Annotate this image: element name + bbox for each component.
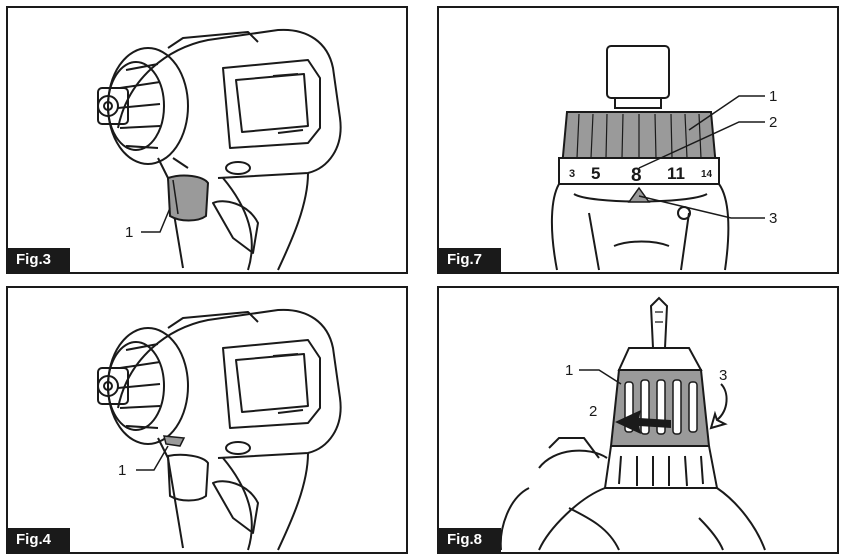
fig8-callout-2: 2 <box>589 403 597 420</box>
figure-4-panel: 1 Fig.4 <box>6 286 408 554</box>
figure-7-panel: 3 5 8 11 14 1 2 3 Fig.7 <box>437 6 839 274</box>
figure-3-panel: 1 Fig.3 <box>6 6 408 274</box>
fig8-callout-3: 3 <box>719 367 727 384</box>
reference-arrow-icon <box>627 186 651 203</box>
fig7-label: Fig.7 <box>439 248 501 272</box>
fig4-label: Fig.4 <box>8 528 70 552</box>
fig4-callout-1: 1 <box>118 462 126 479</box>
scale-mark-14: 14 <box>701 169 713 180</box>
rotate-arrow-icon <box>615 410 671 434</box>
figure-8-panel: 1 2 3 Fig.8 <box>437 286 839 554</box>
drill-body-illustration: 1 <box>97 308 342 551</box>
drill-body-illustration: 1 <box>97 28 342 271</box>
lock-tab <box>163 435 186 447</box>
fig3-callout-1: 1 <box>125 224 133 241</box>
fig7-callout-3: 3 <box>769 210 777 227</box>
scale-mark-3: 3 <box>569 168 575 180</box>
scale-mark-11: 11 <box>667 164 685 183</box>
fig8-callout-1: 1 <box>565 362 573 379</box>
torque-ring-illustration: 3 5 8 11 14 1 2 3 <box>550 45 777 271</box>
fig7-callout-2: 2 <box>769 114 777 131</box>
scale-mark-5: 5 <box>591 164 600 183</box>
fig8-label: Fig.8 <box>439 528 501 552</box>
scale-mark-8: 8 <box>631 165 642 186</box>
curved-arrow-icon <box>709 383 728 430</box>
fig7-callout-1: 1 <box>769 88 777 105</box>
chuck-sleeve-illustration: 1 2 3 <box>499 296 766 551</box>
fig3-label: Fig.3 <box>8 248 70 272</box>
